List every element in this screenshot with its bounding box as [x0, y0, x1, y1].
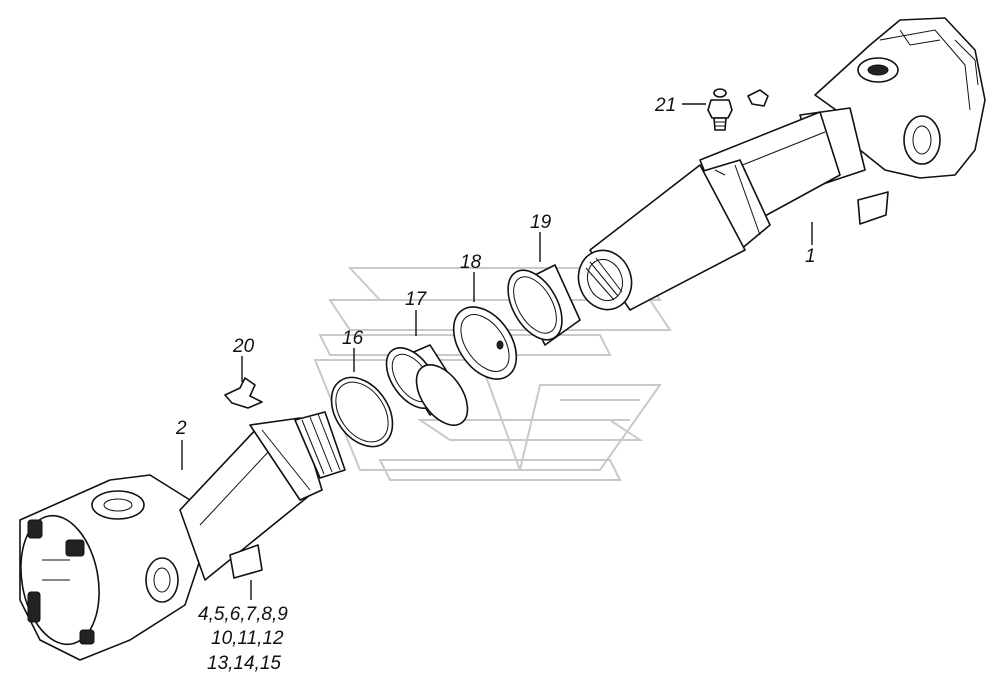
- callout-part-20: 20: [232, 336, 255, 357]
- part-2-shaft: [19, 411, 346, 661]
- callout-parts-group-line3: 13,14,15: [207, 653, 281, 674]
- callout-part-18: 18: [460, 252, 482, 273]
- part-1-shaft: [577, 17, 986, 311]
- callout-parts-group-line1: 4,5,6,7,8,9: [198, 604, 288, 625]
- part-21-grease-fitting: [707, 88, 769, 131]
- part-17-bushing: [385, 344, 469, 426]
- leader-lines: [181, 103, 813, 600]
- callout-part-1: 1: [805, 246, 816, 267]
- callout-part-2: 2: [175, 418, 187, 439]
- callout-labels: 1 2 16 17 18 19 20 21 4,5,6,7,8,9 10,11,…: [175, 95, 816, 674]
- callout-part-16: 16: [342, 328, 364, 349]
- callout-part-21: 21: [654, 95, 676, 116]
- part-19-sleeve: [507, 264, 581, 346]
- callout-part-19: 19: [530, 212, 552, 233]
- callout-part-17: 17: [405, 289, 428, 310]
- callout-parts-group-line2: 10,11,12: [211, 628, 284, 649]
- part-18-seal: [452, 306, 518, 380]
- part-20-clip: [224, 377, 263, 409]
- part-16-ring: [330, 376, 394, 448]
